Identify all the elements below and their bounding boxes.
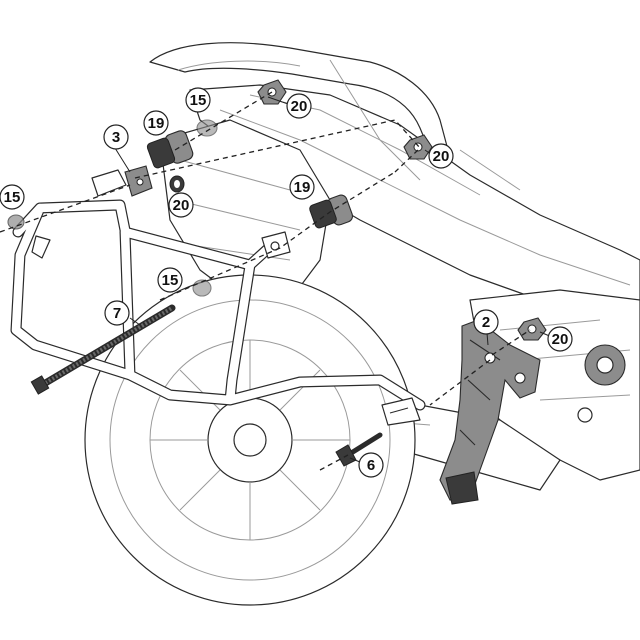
callout-label: 15 — [162, 272, 179, 289]
callout-label: 2 — [482, 314, 490, 331]
callout-20-d: 20 — [547, 326, 573, 352]
callout-20-b: 20 — [286, 93, 312, 119]
callout-19-b: 19 — [289, 174, 315, 200]
washer-part-15-b — [196, 119, 218, 137]
callout-label: 15 — [4, 189, 21, 206]
callout-15-b: 15 — [185, 87, 211, 113]
callout-19-a: 19 — [143, 110, 169, 136]
callout-label: 20 — [173, 197, 190, 214]
callout-3: 3 — [103, 124, 129, 150]
nut-part-20-lower — [517, 317, 547, 341]
washer-part-15-a — [7, 214, 25, 230]
rear-wheel — [84, 274, 416, 606]
callout-label: 3 — [112, 129, 120, 146]
nut-part-20-top — [257, 79, 287, 105]
callout-15-c: 15 — [157, 267, 183, 293]
callout-20-a: 20 — [168, 192, 194, 218]
bracket-part-3 — [124, 165, 153, 197]
side-rack-frame — [10, 169, 426, 426]
callout-label: 20 — [433, 148, 450, 165]
callout-label: 20 — [552, 331, 569, 348]
callout-label: 19 — [148, 115, 165, 132]
callout-label: 15 — [190, 92, 207, 109]
callout-20-c: 20 — [428, 143, 454, 169]
callout-15-a: 15 — [0, 184, 25, 210]
threaded-rod-part-7 — [30, 304, 176, 395]
callout-6: 6 — [358, 452, 384, 478]
nut-part-20-right — [403, 134, 433, 160]
assembly-guide-lines — [0, 89, 531, 471]
callout-label: 20 — [291, 98, 308, 115]
callout-label: 19 — [294, 179, 311, 196]
callout-7: 7 — [104, 300, 130, 326]
callout-label: 7 — [113, 305, 121, 322]
front-mount-tab — [91, 169, 127, 197]
support-plate-part-2 — [439, 319, 541, 505]
motorcycle-outline — [84, 42, 640, 606]
callout-label: 6 — [367, 457, 375, 474]
lower-mount-tab — [381, 397, 421, 426]
callout-2: 2 — [473, 309, 499, 335]
